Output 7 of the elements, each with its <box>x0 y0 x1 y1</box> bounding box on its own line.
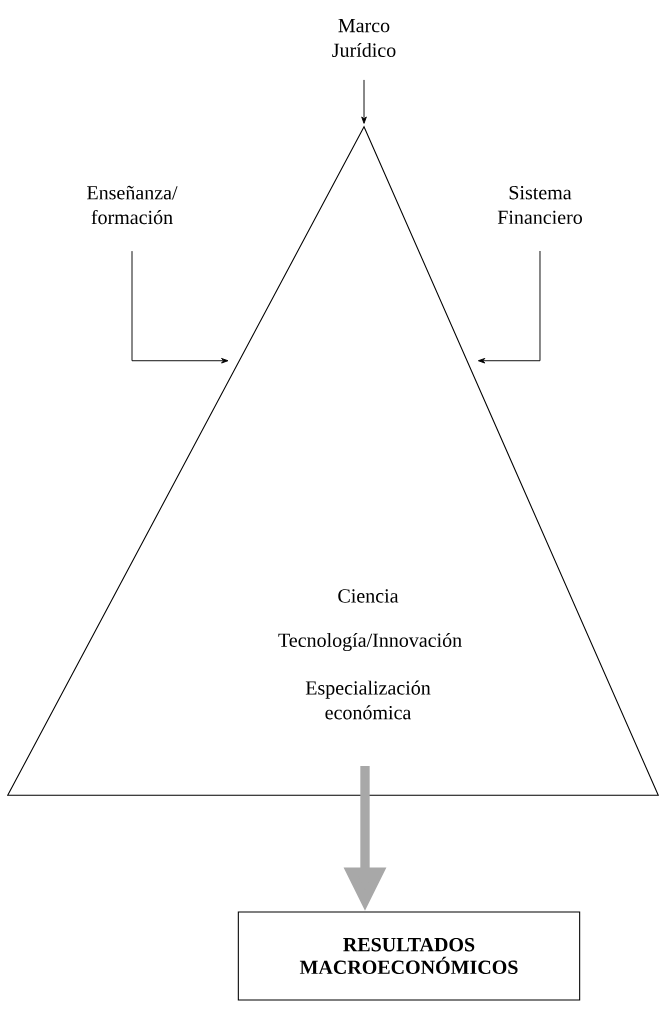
factor-label: Marco Jurídico <box>332 19 396 57</box>
factor-label: Enseñanza/ formación <box>87 185 178 225</box>
arrow <box>361 79 367 124</box>
factor-label: Sistema Financiero <box>497 185 582 225</box>
arrow <box>477 250 541 364</box>
result-box: RESULTADOS MACROECONÓMICOS <box>237 911 581 1001</box>
arrow <box>131 250 229 364</box>
